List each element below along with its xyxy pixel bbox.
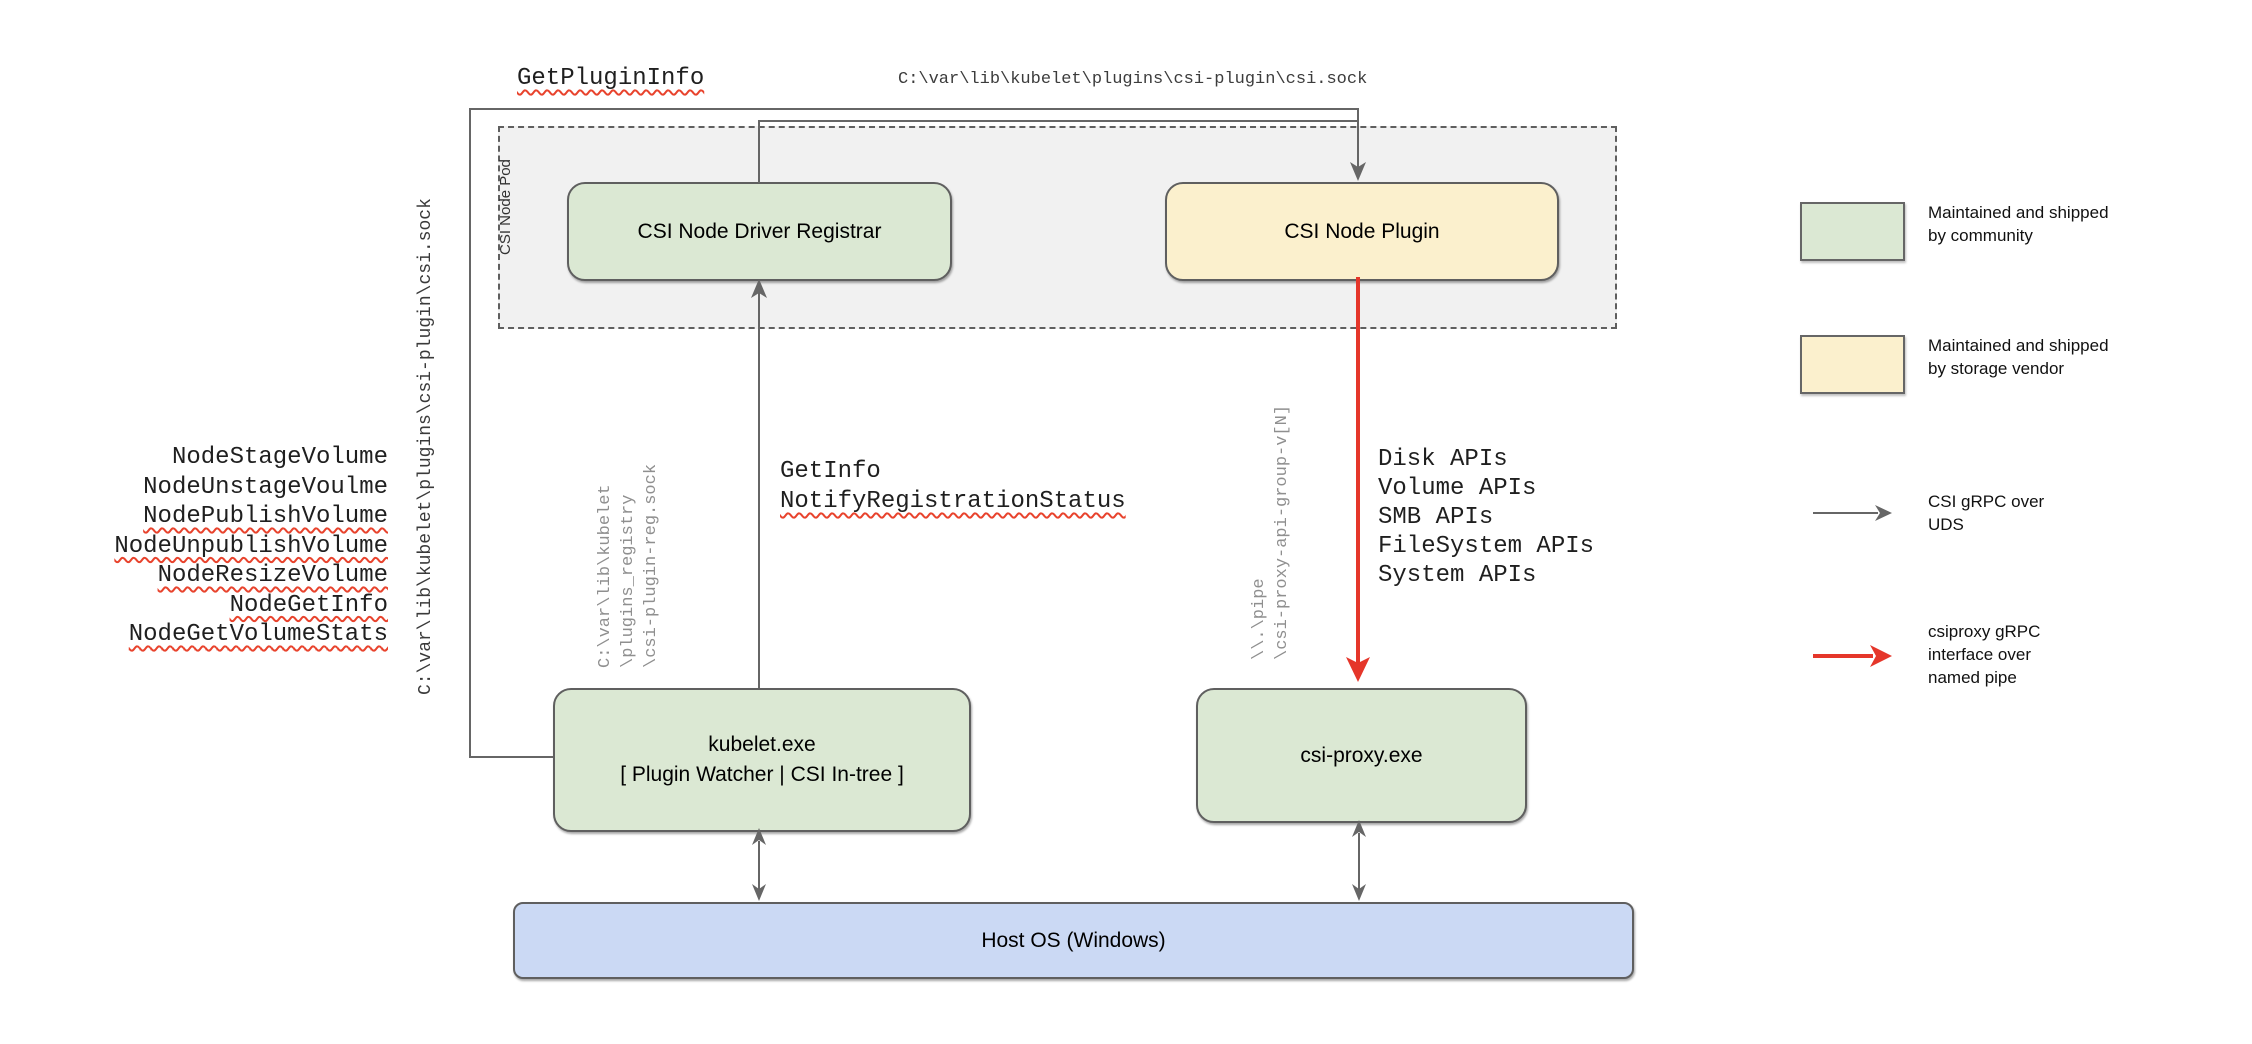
- node-call: NodeUnstageVoulme: [58, 473, 388, 503]
- api-list-item: Disk APIs: [1378, 446, 1508, 473]
- legend-vendor-label: Maintained and shipped by storage vendor: [1928, 336, 2109, 378]
- node-call: NodeStageVolume: [58, 443, 388, 473]
- node-call-label: NodeGetInfo: [229, 591, 388, 619]
- host-os-box: Host OS (Windows): [513, 902, 1634, 979]
- get-plugin-info-label: GetPluginInfo: [517, 65, 705, 92]
- csi-node-driver-registrar-box: CSI Node Driver Registrar: [567, 182, 952, 281]
- notify-registration-status-label: NotifyRegistrationStatus: [780, 488, 1126, 515]
- arrowhead-kubelet-down: [752, 884, 766, 901]
- top-socket-path-label: C:\var\lib\kubelet\plugins\csi-plugin\cs…: [898, 70, 1368, 89]
- node-call: NodeResizeVolume: [58, 561, 388, 591]
- api-list-item: SMB APIs: [1378, 504, 1494, 531]
- node-call-label: NodeStageVolume: [171, 444, 388, 471]
- legend-red-arrowhead: [1870, 645, 1892, 667]
- kubelet-box: kubelet.exe [ Plugin Watcher | CSI In-tr…: [553, 688, 971, 832]
- legend-community-label: Maintained and shipped by community: [1928, 203, 2109, 245]
- named-pipe-path-label: \\.\pipe \csi-proxy-api-group-v[N]: [1250, 404, 1292, 660]
- node-call: NodePublishVolume: [58, 502, 388, 532]
- registry-socket-path-label: C:\var\lib\kubelet \plugins_registry \cs…: [596, 463, 661, 668]
- legend-uds-label: CSI gRPC over UDS: [1928, 492, 2045, 534]
- arrowhead-into-csiproxy: [1346, 657, 1370, 682]
- legend-gray-arrowhead: [1875, 505, 1892, 521]
- node-call: NodeGetInfo: [58, 591, 388, 621]
- node-call: NodeGetVolumeStats: [58, 620, 388, 650]
- get-info-label: GetInfo: [780, 458, 881, 485]
- legend-named-pipe-label: csiproxy gRPC interface over named pipe: [1928, 622, 2041, 687]
- api-list: Disk APIs Volume APIs SMB APIs FileSyste…: [1378, 445, 1594, 590]
- api-list-item: Volume APIs: [1378, 475, 1537, 502]
- arrowhead-csiproxy-down: [1352, 884, 1366, 901]
- node-call: NodeUnpublishVolume: [58, 532, 388, 562]
- api-list-item: System APIs: [1378, 562, 1537, 589]
- left-socket-path-label: C:\var\lib\kubelet\plugins\csi-plugin\cs…: [416, 198, 436, 695]
- api-list-item: FileSystem APIs: [1378, 533, 1595, 560]
- csi-proxy-box: csi-proxy.exe: [1196, 688, 1527, 823]
- node-call-label: NodeResizeVolume: [157, 562, 388, 589]
- csi-node-plugin-box: CSI Node Plugin: [1165, 182, 1559, 281]
- legend-community-swatch: [1800, 202, 1905, 261]
- node-call-label: NodeGetVolumeStats: [128, 621, 388, 648]
- csi-node-pod-label: CSI Node Pod: [497, 159, 514, 255]
- node-call-label: NodeUnstageVoulme: [143, 473, 388, 501]
- node-call-label: NodeUnpublishVolume: [114, 532, 388, 560]
- node-rpc-list: NodeStageVolume NodeUnstageVoulme NodePu…: [58, 443, 388, 650]
- node-call-label: NodePublishVolume: [143, 503, 388, 530]
- legend-vendor-swatch: [1800, 335, 1905, 394]
